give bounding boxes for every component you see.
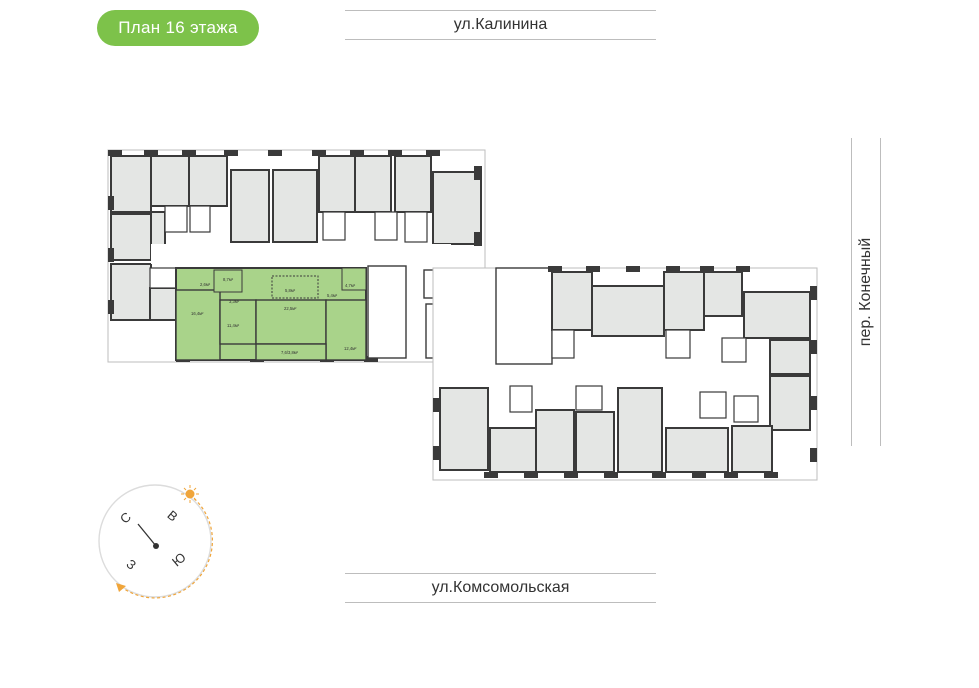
compass-south-label: Ю	[169, 550, 189, 570]
room	[272, 169, 318, 243]
bathroom	[575, 385, 603, 411]
room-area: 16,4м²	[191, 311, 204, 316]
room	[535, 409, 575, 473]
room	[743, 291, 811, 339]
room	[150, 211, 166, 249]
room-area: 3,3м²	[229, 299, 240, 304]
room	[575, 411, 615, 473]
room-area: 4,7м²	[345, 283, 356, 288]
room	[665, 427, 729, 473]
bathroom	[733, 395, 759, 423]
room	[230, 169, 270, 243]
bathroom	[189, 205, 211, 233]
bathroom	[164, 205, 188, 233]
room	[219, 299, 257, 345]
room	[703, 271, 743, 317]
balcony	[255, 343, 327, 361]
right-wing	[432, 266, 818, 481]
bathroom	[721, 337, 747, 363]
room	[432, 171, 482, 245]
room	[617, 387, 663, 473]
compass-east-label: В	[164, 507, 180, 524]
sun-icon	[181, 485, 199, 503]
room-area: 2,6м²	[200, 282, 211, 287]
bathroom	[699, 391, 727, 419]
room	[354, 155, 392, 213]
bathroom	[509, 385, 533, 413]
room	[731, 425, 773, 473]
bathroom	[149, 267, 177, 289]
highlighted-apartment: 2,6м² 8,7м² 3,3м² 5,8м² 4,7м² 5,4м² 22,5…	[175, 267, 367, 361]
room-area: 8,7м²	[223, 277, 234, 282]
room-area: 11,4м²	[227, 323, 240, 328]
street-south-label: ул.Комсомольская	[431, 579, 570, 596]
bathroom	[322, 211, 346, 241]
stair-core	[367, 265, 407, 359]
street-east: пер. Конечный	[851, 138, 881, 446]
room	[318, 155, 356, 213]
street-north: ул.Калинина	[345, 10, 656, 40]
compass-needle	[137, 523, 157, 547]
floor-plan-title-badge: План 16 этажа	[97, 10, 259, 46]
room	[110, 213, 152, 261]
room	[150, 155, 190, 207]
room	[175, 289, 221, 361]
room	[325, 299, 367, 361]
street-south: ул.Комсомольская	[345, 573, 656, 603]
room	[110, 155, 152, 213]
room	[439, 387, 489, 471]
room	[551, 271, 593, 331]
room	[394, 155, 432, 213]
corridor	[151, 244, 451, 264]
floor-plan-title: План 16 этажа	[118, 18, 238, 37]
stair-core	[495, 267, 553, 365]
room	[255, 299, 327, 345]
bathroom	[665, 329, 691, 359]
room	[769, 375, 811, 431]
street-north-label: ул.Калинина	[453, 16, 548, 33]
room	[188, 155, 228, 207]
room-area: 7,6/3,8м²	[281, 350, 299, 355]
compass-north-label: С	[117, 509, 134, 527]
room-area: 5,8м²	[285, 288, 296, 293]
room	[489, 427, 537, 473]
bathroom	[374, 211, 398, 241]
room	[149, 287, 177, 321]
room-area: 12,4м²	[344, 346, 357, 351]
compass: С В Ю З	[98, 484, 213, 599]
room	[213, 269, 243, 293]
room	[591, 285, 665, 337]
room	[663, 271, 705, 331]
room	[341, 267, 367, 291]
room	[271, 275, 319, 299]
room-area: 5,4м²	[327, 293, 338, 298]
room	[769, 339, 811, 375]
room	[110, 263, 152, 321]
room-area: 22,5м²	[284, 306, 297, 311]
compass-west-label: З	[123, 556, 139, 573]
bathroom	[551, 329, 575, 359]
bathroom	[404, 211, 428, 243]
